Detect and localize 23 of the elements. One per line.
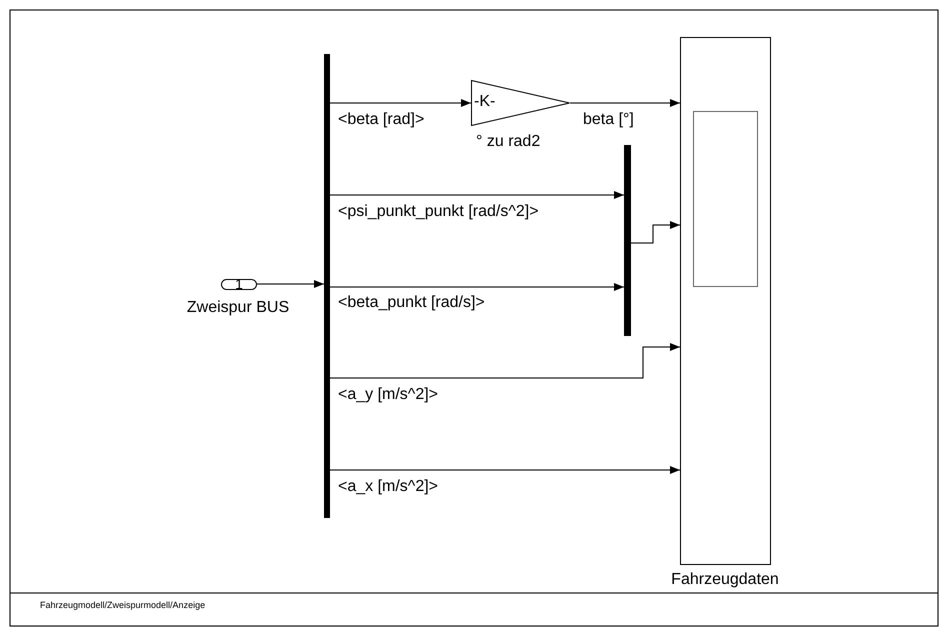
bus-bar (324, 54, 330, 518)
gain-block: -K- (471, 80, 570, 126)
inport-block: 1 (221, 279, 257, 290)
block-name: Zweispur BUS (186, 299, 290, 317)
signal-arrow (330, 283, 624, 291)
edge-label: <a_y [m/s^2]> (338, 386, 438, 404)
edge-label: <a_x [m/s^2]> (338, 478, 438, 496)
signal-arrow (330, 466, 680, 474)
scope-block (680, 37, 771, 565)
signal-arrow (330, 99, 472, 107)
signal-arrow (256, 280, 324, 288)
bus-bar (624, 145, 631, 336)
edge-label: <beta_punkt [rad/s]> (338, 294, 485, 312)
signal-arrow (570, 99, 680, 107)
edge-label: <beta [rad]> (338, 111, 424, 129)
model-path-note: Fahrzeugmodell/Zweispurmodell/Anzeige (40, 600, 206, 611)
block-name: Fahrzeugdaten (671, 571, 779, 589)
signal-arrow (330, 191, 624, 199)
block-name: ° zu rad2 (476, 133, 540, 151)
edge-label: <psi_punkt_punkt [rad/s^2]> (338, 203, 539, 221)
signal-arrow (630, 221, 680, 244)
edge-label: beta [°] (583, 111, 634, 129)
signal-arrow (330, 343, 680, 378)
